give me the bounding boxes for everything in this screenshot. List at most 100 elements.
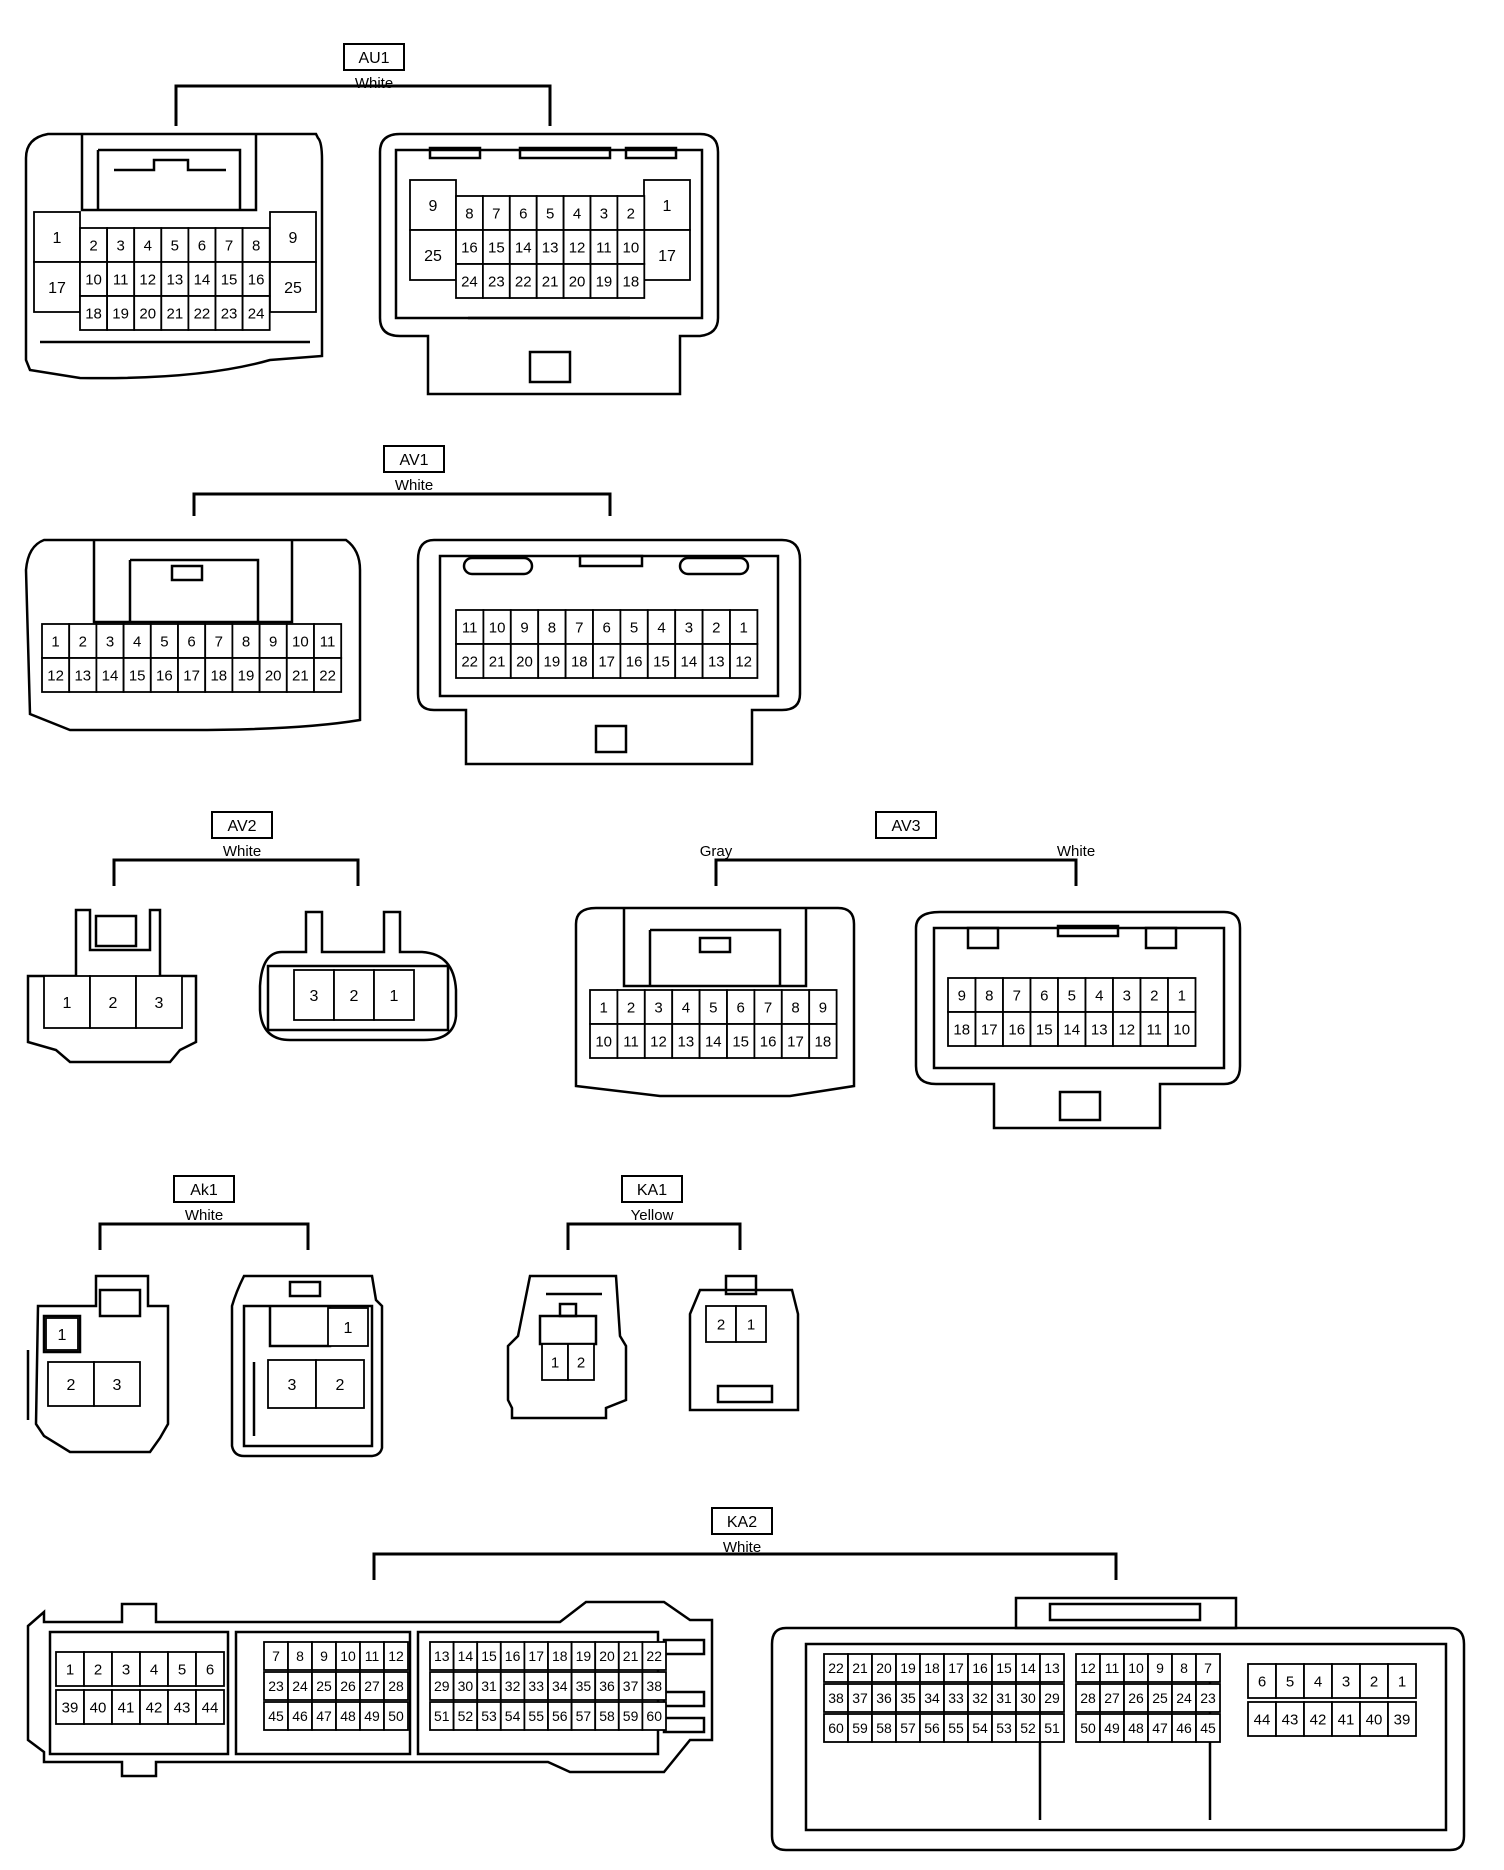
pin-cell — [616, 195, 646, 231]
pin-number: 8 — [465, 205, 473, 222]
pin-number: 1 — [53, 230, 62, 247]
pin-cell — [646, 643, 677, 679]
pin-number: 12 — [388, 1648, 404, 1664]
pin-number: 18 — [571, 653, 588, 670]
pin-number: 30 — [458, 1678, 474, 1694]
pin-number: 31 — [996, 1690, 1012, 1706]
pin-number: 5 — [546, 205, 554, 222]
pin-number: 3 — [288, 1377, 297, 1394]
pin-cell — [1112, 1011, 1142, 1047]
pin-cell — [195, 1651, 225, 1687]
pin-number: 18 — [953, 1021, 970, 1038]
pin-cell — [1057, 977, 1087, 1013]
av3-label-box — [875, 811, 937, 839]
pin-number: 22 — [646, 1648, 662, 1664]
pin-cell — [187, 295, 217, 331]
pin-number: 12 — [1118, 1021, 1135, 1038]
pin-number: 6 — [737, 999, 745, 1016]
pin-number: 59 — [623, 1708, 639, 1724]
pin-number: 6 — [187, 633, 195, 650]
pin-number: 13 — [678, 1033, 695, 1050]
pin-number: 1 — [740, 619, 748, 636]
pin-cell — [808, 1023, 838, 1059]
pin-number: 2 — [350, 988, 359, 1005]
pin-cell — [974, 1011, 1004, 1047]
pin-cell — [93, 1361, 141, 1407]
pin-cell — [847, 1713, 873, 1743]
pin-number: 58 — [599, 1708, 615, 1724]
pin-cell — [241, 227, 271, 263]
pin-cell — [705, 1305, 737, 1343]
pin-number: 20 — [876, 1660, 892, 1676]
pin-number: 20 — [569, 273, 586, 290]
pin-cell — [263, 1641, 289, 1671]
ak1-label: Ak1 — [190, 1182, 218, 1199]
pin-cell — [589, 989, 619, 1025]
pin-cell — [409, 229, 457, 281]
av3-right-housing — [914, 910, 1242, 1130]
pin-number: 4 — [144, 237, 152, 254]
ka1-label: KA1 — [637, 1182, 667, 1199]
pin-cell — [33, 261, 81, 313]
pin-number: 12 — [735, 653, 752, 670]
pin-number: 15 — [653, 653, 670, 670]
ak1-bracket — [98, 1222, 310, 1250]
pin-cell — [1123, 1653, 1149, 1683]
pin-number: 11 — [1146, 1021, 1162, 1038]
pin-number: 9 — [1156, 1660, 1164, 1676]
pin-number: 19 — [544, 653, 561, 670]
pin-number: 13 — [167, 271, 184, 288]
pin-cell — [991, 1653, 1017, 1683]
pin-cell — [967, 1683, 993, 1713]
pin-cell — [482, 643, 512, 679]
pin-number: 7 — [215, 633, 223, 650]
pin-cell — [41, 623, 71, 659]
pin-cell — [167, 1651, 197, 1687]
pin-number: 9 — [429, 198, 438, 215]
pin-cell — [263, 1701, 289, 1731]
pin-cell — [45, 1317, 79, 1351]
pin-number: 11 — [1105, 1660, 1120, 1676]
pin-cell — [204, 623, 234, 659]
pin-cell — [482, 609, 512, 645]
pin-cell — [729, 643, 759, 679]
pin-number: 5 — [1286, 1673, 1294, 1690]
au1-color-label: White — [355, 75, 393, 92]
pin-number: 1 — [551, 1354, 559, 1371]
pin-number: 27 — [1104, 1690, 1120, 1706]
pin-cell — [1359, 1663, 1389, 1699]
pin-cell — [823, 1713, 849, 1743]
pin-number: 48 — [340, 1708, 356, 1724]
av3-bracket — [714, 858, 1078, 886]
ka1-color-label: Yellow — [631, 1207, 674, 1224]
pin-cell — [567, 1343, 595, 1381]
pin-cell — [537, 643, 567, 679]
pin-cell — [780, 1023, 811, 1059]
pin-number: 14 — [515, 239, 532, 256]
pin-number: 18 — [623, 273, 640, 290]
pin-cell — [177, 657, 207, 693]
pin-cell — [187, 261, 217, 297]
pin-cell — [1275, 1701, 1305, 1737]
pin-number: 11 — [462, 619, 478, 636]
pin-number: 2 — [577, 1354, 585, 1371]
pin-number: 49 — [364, 1708, 380, 1724]
pin-number: 1 — [58, 1327, 67, 1344]
pin-cell — [1303, 1701, 1333, 1737]
pin-number: 14 — [681, 653, 698, 670]
ka1-label-box — [621, 1175, 683, 1203]
pin-number: 15 — [129, 667, 146, 684]
pin-cell — [1015, 1653, 1041, 1683]
ka2-right-housing — [770, 1596, 1466, 1852]
pin-cell — [409, 179, 457, 231]
pin-number: 4 — [150, 1661, 158, 1678]
av1-left-housing — [24, 538, 362, 732]
ka1-bracket — [566, 1222, 742, 1250]
pin-cell — [1139, 1011, 1169, 1047]
pin-number: 18 — [210, 667, 227, 684]
pin-number: 15 — [481, 1648, 497, 1664]
pin-number: 19 — [900, 1660, 916, 1676]
pin-number: 25 — [424, 248, 442, 265]
pin-number: 16 — [505, 1648, 521, 1664]
pin-number: 23 — [268, 1678, 284, 1694]
